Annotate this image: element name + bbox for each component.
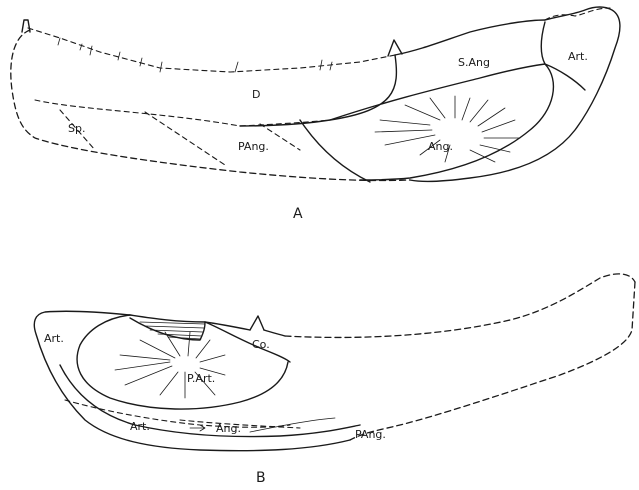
b-articular-suture <box>65 400 290 427</box>
a-label-surangular: S.Ang <box>458 56 490 69</box>
b-label-articular-bottom: Art. <box>130 420 150 433</box>
a-caption: A <box>293 206 303 222</box>
a-tooth-2 <box>58 38 332 72</box>
b-outline-anterior-front <box>350 282 635 440</box>
a-label-splenial: Sp. <box>68 122 85 135</box>
a-articular-outline <box>410 7 620 181</box>
a-surangular-lower <box>330 64 545 120</box>
a-dentary-top <box>28 28 395 72</box>
b-coronoid-upper <box>205 322 285 336</box>
a-label-angular: Ang. <box>428 140 453 153</box>
a-angular-front <box>300 120 370 182</box>
b-outline-inner <box>77 315 288 409</box>
a-label-dentary: D <box>252 88 260 101</box>
b-coronoid-tooth <box>250 316 264 330</box>
b-label-pang: PAng. <box>355 428 386 441</box>
b-label-coronoid: Co. <box>252 338 270 351</box>
b-outline-anterior-top <box>285 274 635 338</box>
a-surangular-top <box>395 20 545 55</box>
b-prearticular-striations <box>115 332 225 398</box>
a-label-articular: Art. <box>568 50 588 63</box>
b-label-articular-top: Art. <box>44 332 64 345</box>
b-caption: B <box>256 470 266 486</box>
a-splenial-diag-2 <box>145 112 225 165</box>
figure-a: D S.Ang Art. Sp. PAng. Ang. A <box>11 7 620 222</box>
b-angular-line <box>250 418 335 432</box>
b-label-prearticular: P.Art. <box>187 372 215 385</box>
b-label-angular: Ang. <box>216 422 241 435</box>
a-label-pang: PAng. <box>238 140 269 153</box>
figure-b: Art. Co. P.Art. Art. Ang. PAng. B <box>34 274 635 486</box>
b-angular-arrow <box>190 425 205 431</box>
a-dentary-surangular-suture <box>240 55 396 126</box>
a-angular-outline <box>360 64 553 180</box>
